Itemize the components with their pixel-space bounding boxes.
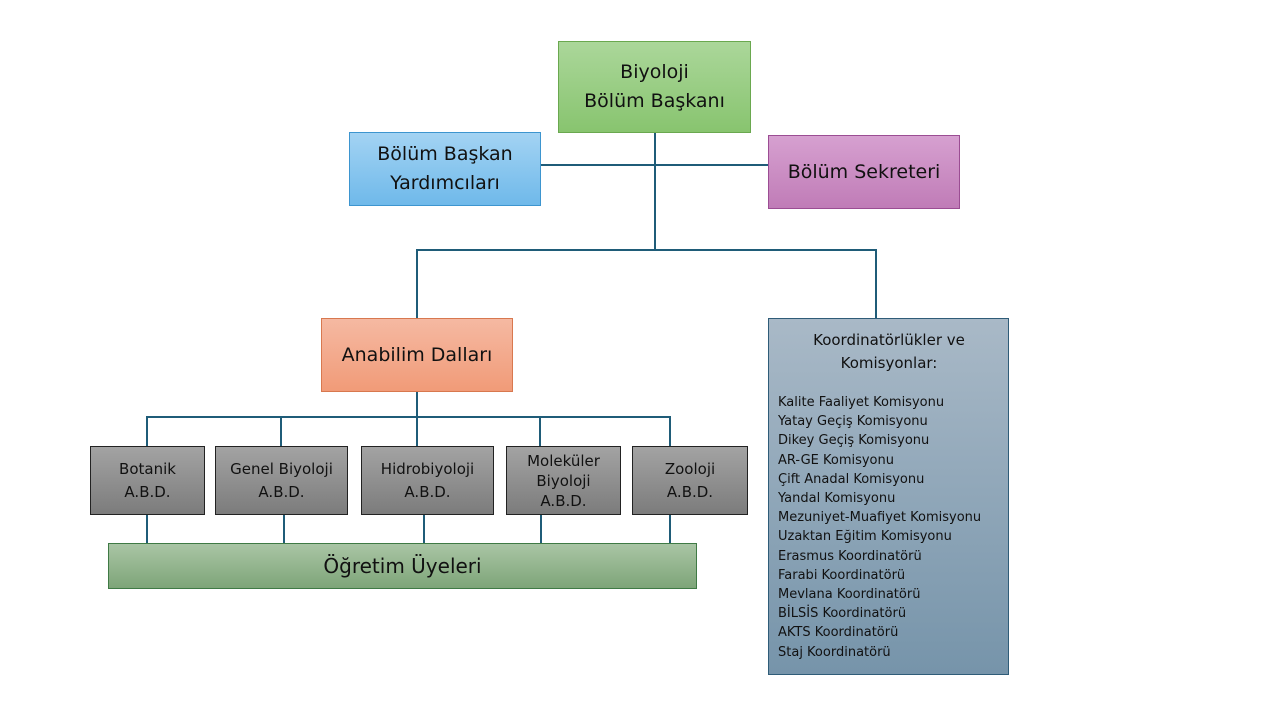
list-item: Dikey Geçiş Komisyonu — [778, 433, 930, 449]
deputy-heads-line1: Bölüm Başkan — [377, 143, 513, 165]
department-box-hidrobiyoloji: Hidrobiyoloji A.B.D. — [361, 446, 494, 515]
connector-head-down — [654, 133, 656, 250]
department-line: A.B.D. — [540, 491, 587, 510]
list-item: Erasmus Koordinatörü — [778, 548, 922, 564]
connector-dept-2-faculty — [423, 515, 425, 543]
list-item: Kalite Faaliyet Komisyonu — [778, 395, 945, 410]
connector-departments-root-down — [416, 392, 418, 417]
list-item: Farabi Koordinatörü — [778, 567, 906, 583]
deputy-heads-box: Bölüm Başkan Yardımcıları — [349, 132, 541, 206]
connector-to-dept-1 — [280, 416, 282, 446]
departments-root-label: Anabilim Dalları — [341, 344, 493, 366]
list-item: Yatay Geçiş Komisyonu — [778, 414, 928, 430]
connector-dept-3-faculty — [540, 515, 542, 543]
connector-to-departments-root — [416, 249, 418, 318]
connector-departments-horizontal — [146, 416, 671, 418]
deputy-heads-line2: Yardımcıları — [390, 172, 500, 194]
department-line: A.B.D. — [404, 482, 451, 501]
department-box-zooloji: Zooloji A.B.D. — [632, 446, 748, 515]
connector-branch-horizontal — [416, 249, 877, 251]
department-box-genel-biyoloji: Genel Biyoloji A.B.D. — [215, 446, 348, 515]
list-item: Çift Anadal Komisyonu — [778, 471, 925, 487]
secretary-label: Bölüm Sekreteri — [787, 161, 941, 183]
department-line: A.B.D. — [258, 482, 305, 501]
department-line: A.B.D. — [666, 482, 714, 501]
faculty-members-box: Öğretim Üyeleri — [108, 543, 697, 589]
department-head-line2: Bölüm Başkanı — [584, 90, 725, 112]
list-item: Yandal Komisyonu — [778, 491, 896, 507]
department-line: Moleküler — [527, 451, 600, 470]
connector-to-coordination — [875, 249, 877, 318]
list-item: Mevlana Koordinatörü — [778, 587, 921, 603]
department-box-molekuler-biyoloji: Moleküler Biyoloji A.B.D. — [506, 446, 621, 515]
connector-to-dept-3 — [539, 416, 541, 446]
department-box-botanik: Botanik A.B.D. — [90, 446, 205, 515]
coordination-box: Koordinatörlükler ve Komisyonlar: Kalite… — [768, 318, 1009, 675]
department-head-box: Biyoloji Bölüm Başkanı — [558, 41, 751, 133]
coordination-title-line1: Koordinatörlükler ve — [813, 331, 965, 349]
coordination-title: Koordinatörlükler ve Komisyonlar: — [778, 329, 1000, 375]
department-line: Biyoloji — [536, 471, 591, 490]
connector-to-dept-2 — [416, 416, 418, 446]
list-item: Mezuniyet-Muafiyet Komisyonu — [778, 510, 982, 526]
department-line: Zooloji — [664, 459, 716, 478]
connector-to-dept-0 — [146, 416, 148, 446]
list-item: AR-GE Komisyonu — [778, 452, 894, 468]
faculty-members-label: Öğretim Üyeleri — [323, 554, 482, 578]
coordination-list: Kalite Faaliyet Komisyonu Yatay Geçiş Ko… — [778, 393, 1000, 662]
connector-dept-0-faculty — [146, 515, 148, 543]
connector-assistants-secretary — [541, 164, 768, 166]
department-line: Hidrobiyoloji — [380, 459, 475, 478]
connector-to-dept-4 — [669, 416, 671, 446]
department-line: Genel Biyoloji — [230, 459, 333, 478]
secretary-box: Bölüm Sekreteri — [768, 135, 960, 209]
department-line: A.B.D. — [124, 482, 171, 501]
list-item: BİLSİS Koordinatörü — [778, 606, 907, 622]
list-item: Staj Koordinatörü — [778, 644, 891, 660]
list-item: Uzaktan Eğitim Komisyonu — [778, 529, 952, 545]
department-line: Botanik — [119, 459, 176, 478]
departments-root-box: Anabilim Dalları — [321, 318, 513, 392]
connector-dept-1-faculty — [283, 515, 285, 543]
department-head-line1: Biyoloji — [620, 61, 689, 83]
list-item: AKTS Koordinatörü — [778, 625, 899, 641]
coordination-title-line2: Komisyonlar: — [840, 354, 938, 372]
connector-dept-4-faculty — [669, 515, 671, 543]
